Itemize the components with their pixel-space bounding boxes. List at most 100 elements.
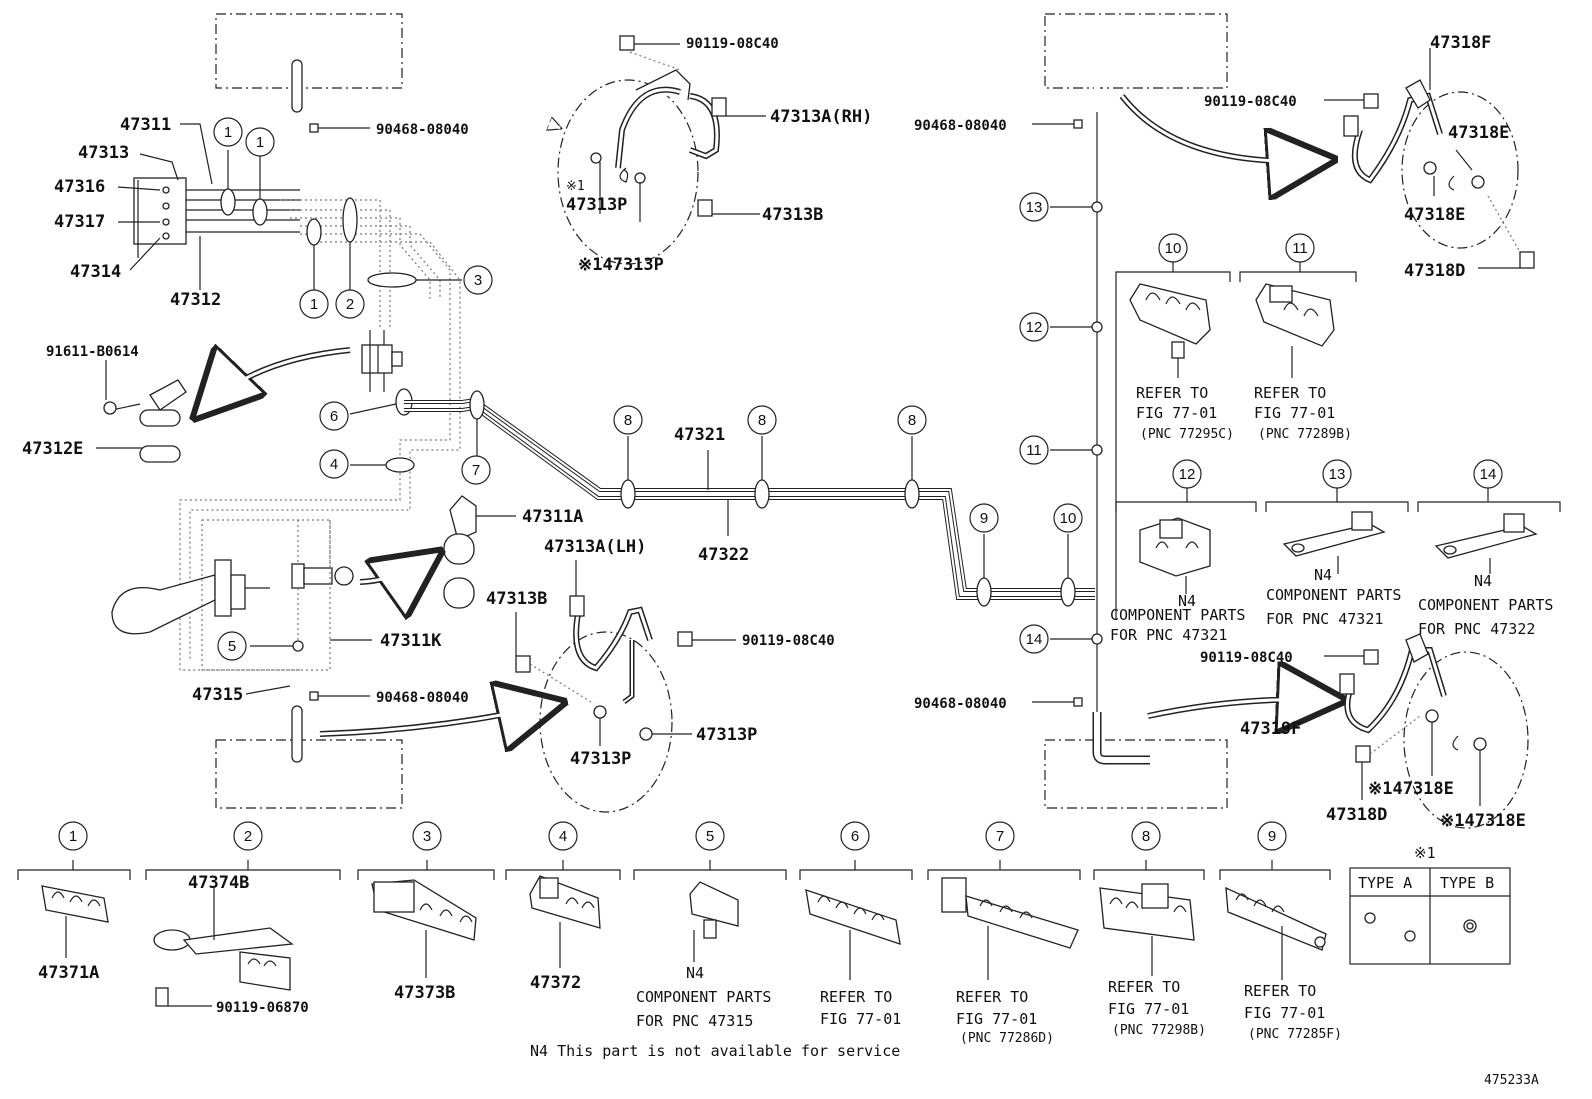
label-47313B-a: 47313B — [762, 205, 823, 225]
callout-14: 14 — [1019, 624, 1049, 654]
front-wheel-box-left — [215, 13, 403, 89]
note-13-line1: N4 — [1314, 566, 1332, 584]
label-47318E-a: 47318E — [1448, 123, 1509, 143]
callout-3: 3 — [463, 265, 493, 295]
callout-number: 8 — [758, 412, 766, 429]
label-47315: 47315 — [192, 685, 243, 705]
callout-number: 11 — [1292, 240, 1308, 257]
label-90119-08C40-c: 90119-08C40 — [1204, 94, 1297, 110]
bottom-6-line1: REFER TO — [820, 988, 892, 1006]
callout-number: 4 — [330, 456, 338, 473]
label-47318D-b: 47318D — [1326, 805, 1387, 825]
label-90119-08C40-a: 90119-08C40 — [686, 36, 779, 52]
callout-number: 5 — [228, 638, 236, 655]
callout-number: 3 — [423, 828, 431, 845]
clip-13-illustration — [1282, 511, 1386, 574]
callout-1: 1 — [213, 117, 243, 147]
callout-number: 3 — [474, 272, 482, 289]
rear-left-hose-group — [539, 631, 673, 813]
label-47319F: 47319F — [1240, 719, 1301, 739]
callout-7: 7 — [985, 821, 1015, 851]
callout-5: 5 — [217, 631, 247, 661]
note-11-line3: (PNC 77289B) — [1258, 427, 1352, 442]
label-47318E-b: 47318E — [1404, 205, 1465, 225]
note-10-line3: (PNC 77295C) — [1140, 427, 1234, 442]
callout-2: 2 — [233, 821, 263, 851]
note-14-line3: FOR PNC 47322 — [1418, 620, 1535, 638]
callout-1: 1 — [245, 127, 275, 157]
note-10-line2: FIG 77-01 — [1136, 404, 1217, 422]
callout-9: 9 — [969, 503, 999, 533]
bottom-90119-06870: 90119-06870 — [216, 1000, 309, 1016]
note-11-line2: FIG 77-01 — [1254, 404, 1335, 422]
callout-13: 13 — [1322, 459, 1352, 489]
callout-8: 8 — [613, 405, 643, 435]
callout-6: 6 — [840, 821, 870, 851]
note-12-line2: COMPONENT PARTS — [1110, 606, 1245, 624]
callout-number: 2 — [346, 296, 354, 313]
bottom-6-line2: FIG 77-01 — [820, 1010, 901, 1028]
callout-10: 10 — [1053, 503, 1083, 533]
callout-1: 1 — [299, 289, 329, 319]
bottom-47371A: 47371A — [38, 963, 99, 983]
callout-number: 8 — [1142, 828, 1150, 845]
callout-number: 13 — [1329, 466, 1346, 483]
note-13-line3: FOR PNC 47321 — [1266, 610, 1383, 628]
front-right-hose-group — [557, 79, 699, 265]
label-47313A-RH: 47313A(RH) — [770, 107, 872, 127]
callout-14: 14 — [1473, 459, 1503, 489]
callout-number: 5 — [706, 828, 714, 845]
rear-wheel-box-right — [1044, 739, 1228, 809]
clip-11-illustration — [1255, 283, 1335, 378]
bottom-47374B: 47374B — [188, 873, 249, 893]
label-47313P-c: 47313P — [696, 725, 757, 745]
callout-number: 1 — [224, 124, 232, 141]
note-14-line2: COMPONENT PARTS — [1418, 596, 1553, 614]
right-top-stub — [1094, 57, 1122, 112]
clip-6-illustration — [805, 889, 901, 980]
callout-12: 12 — [1172, 459, 1202, 489]
label-91611-B0614: 91611-B0614 — [46, 344, 139, 360]
label-47313A-LH: 47313A(LH) — [544, 537, 646, 557]
rear-right-hose-group — [1403, 651, 1529, 829]
callout-number: 2 — [244, 828, 252, 845]
left-bottom-stub — [291, 705, 303, 763]
label-47317: 47317 — [54, 212, 105, 232]
label-90119-08C40-d: 90119-08C40 — [1200, 650, 1293, 666]
callout-1: 1 — [58, 821, 88, 851]
front-left-hose-group — [1401, 91, 1519, 249]
type-table-a: TYPE A — [1358, 874, 1412, 892]
front-wheel-box-right — [1044, 13, 1228, 89]
clip-10-illustration — [1129, 283, 1211, 378]
callout-5: 5 — [695, 821, 725, 851]
callout-number: 11 — [1026, 442, 1042, 459]
callout-number: 7 — [996, 828, 1004, 845]
bracket-47312E — [96, 360, 187, 463]
callout-7: 7 — [461, 455, 491, 485]
label-90468-08040-b: 90468-08040 — [376, 690, 469, 706]
callout-number: 10 — [1060, 510, 1077, 527]
label-47313B-b: 47313B — [486, 589, 547, 609]
callout-number: 12 — [1026, 319, 1043, 336]
clip-8-illustration — [1099, 883, 1195, 976]
proportioning-valve — [361, 330, 403, 392]
callout-11: 11 — [1285, 233, 1315, 263]
rear-flex-connector — [111, 519, 354, 671]
label-47322: 47322 — [698, 545, 749, 565]
callout-number: 13 — [1026, 199, 1043, 216]
clip-7-illustration — [941, 877, 1079, 980]
bottom-7-line1: REFER TO — [956, 988, 1028, 1006]
callout-12: 12 — [1019, 312, 1049, 342]
callout-10: 10 — [1158, 233, 1188, 263]
label-47311A: 47311A — [522, 507, 583, 527]
bottom-8-line2: FIG 77-01 — [1108, 1000, 1189, 1018]
bottom-8-line3: (PNC 77298B) — [1112, 1023, 1206, 1038]
callout-4: 4 — [319, 449, 349, 479]
label-47312: 47312 — [170, 290, 221, 310]
clip-5-illustration — [689, 881, 739, 962]
callout-number: 7 — [472, 462, 480, 479]
label-90468-08040-a: 90468-08040 — [376, 122, 469, 138]
callout-number: 9 — [980, 510, 988, 527]
callout-8: 8 — [747, 405, 777, 435]
